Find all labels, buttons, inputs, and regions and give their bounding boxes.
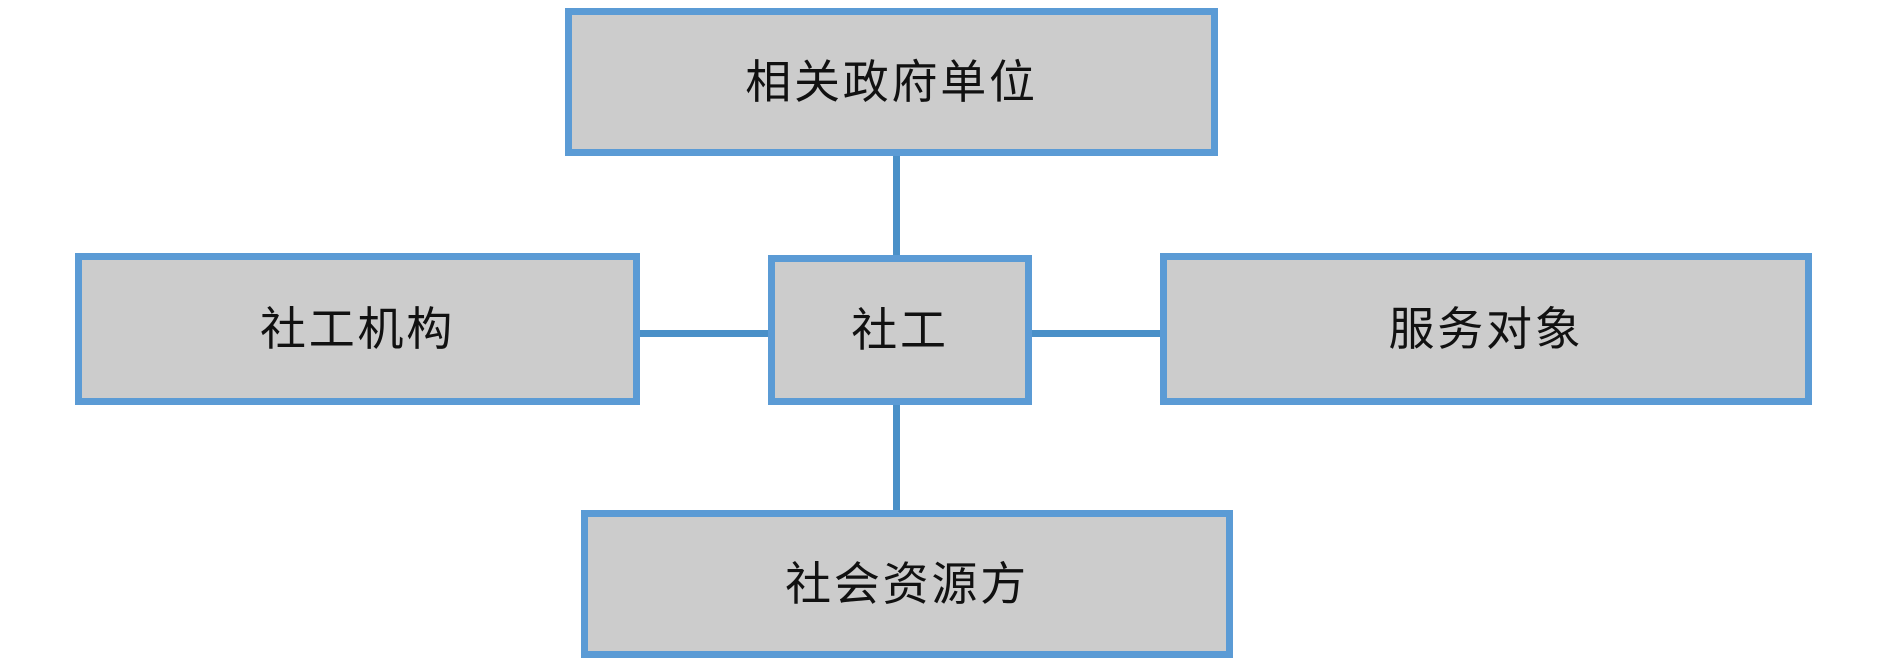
node-label-social-resources: 社会资源方 (785, 557, 1029, 611)
node-social-resources[interactable]: 社会资源方 (581, 510, 1233, 658)
node-social-worker[interactable]: 社工 (768, 255, 1032, 405)
connector-social-worker-to-service-target (1026, 330, 1166, 337)
node-label-government: 相关政府单位 (745, 55, 1038, 109)
node-service-target[interactable]: 服务对象 (1160, 253, 1812, 405)
node-label-social-worker: 社工 (851, 303, 949, 357)
connector-agency-to-social-worker (634, 330, 774, 337)
node-agency[interactable]: 社工机构 (75, 253, 640, 405)
connector-social-worker-to-social-resources (893, 400, 900, 516)
node-government[interactable]: 相关政府单位 (565, 8, 1218, 156)
node-label-agency: 社工机构 (259, 302, 456, 356)
connector-government-to-social-worker (893, 150, 900, 260)
node-label-service-target: 服务对象 (1388, 302, 1584, 356)
